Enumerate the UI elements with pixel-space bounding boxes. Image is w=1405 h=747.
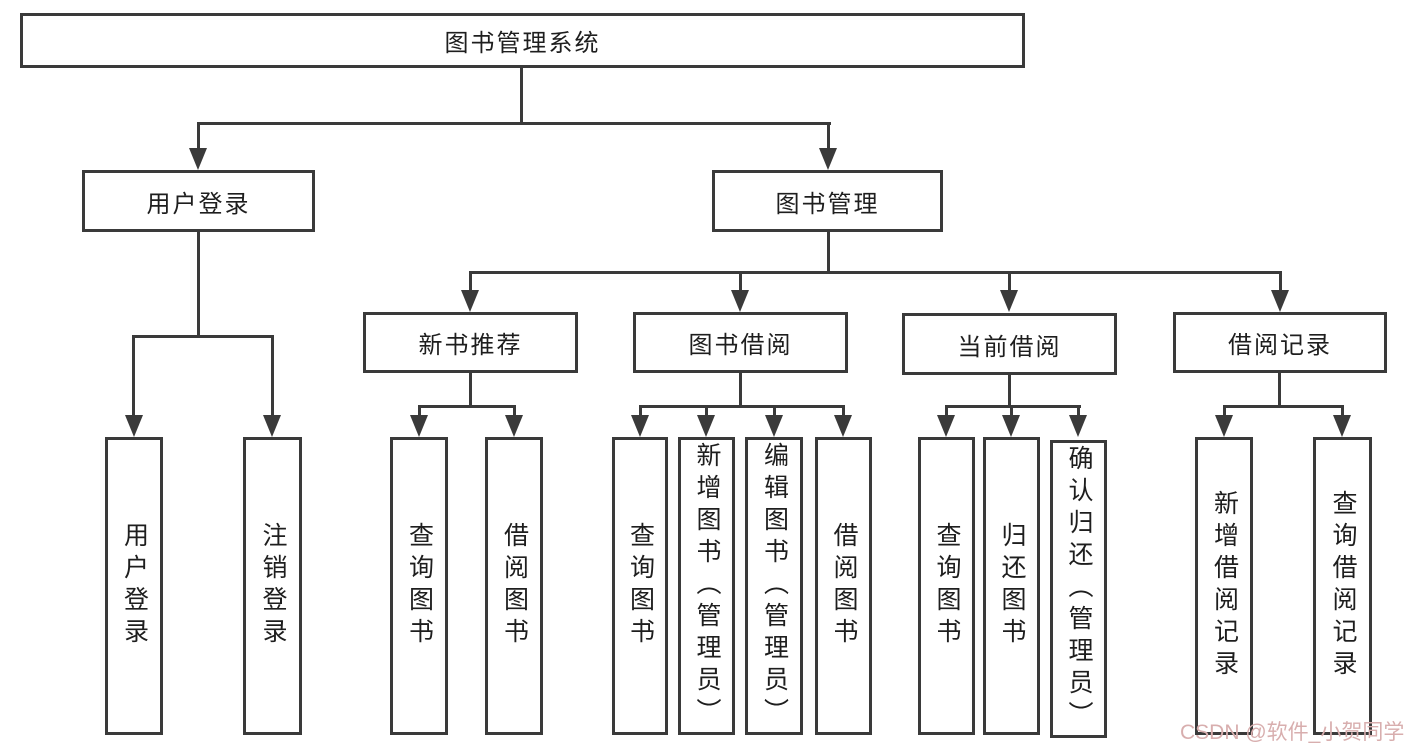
leaf-records-query-record: 查询借阅记录 xyxy=(1313,437,1372,735)
connector-line xyxy=(1278,373,1281,408)
node-label: 注销登录 xyxy=(259,522,287,650)
node-label: 图书借阅 xyxy=(688,332,793,359)
node-user-login: 用户登录 xyxy=(82,170,315,232)
connector-line xyxy=(418,405,421,419)
connector-line xyxy=(1279,271,1282,293)
connector-line xyxy=(132,335,135,417)
csdn-watermark: CSDN @软件_小贺同学 xyxy=(1180,721,1405,744)
node-label: 编辑图书（管理员） xyxy=(760,442,789,730)
connector-line xyxy=(739,373,742,408)
connector-line xyxy=(132,335,274,338)
connector-line xyxy=(705,405,708,419)
arrowhead-down-icon xyxy=(631,415,649,437)
connector-line xyxy=(639,405,845,408)
connector-line xyxy=(469,271,1282,274)
leaf-records-add-record: 新增借阅记录 xyxy=(1195,437,1253,735)
node-label: 查询借阅记录 xyxy=(1329,490,1357,682)
connector-line xyxy=(639,405,642,419)
arrowhead-down-icon xyxy=(125,415,143,437)
connector-line xyxy=(1008,375,1011,408)
connector-line xyxy=(418,405,516,408)
node-label: 新书推荐 xyxy=(418,332,523,359)
connector-line xyxy=(520,68,523,125)
leaf-current-confirm-return-admin: 确认归还（管理员） xyxy=(1050,440,1107,738)
connector-line xyxy=(1010,405,1013,419)
arrowhead-down-icon xyxy=(819,148,837,170)
arrowhead-down-icon xyxy=(1000,290,1018,312)
node-book-management: 图书管理 xyxy=(712,170,943,232)
node-library-management-system: 图书管理系统 xyxy=(20,13,1025,68)
node-label: 用户登录 xyxy=(146,190,251,218)
leaf-newbook-query-books: 查询图书 xyxy=(390,437,448,735)
connector-line xyxy=(1077,405,1080,419)
arrowhead-down-icon xyxy=(1215,415,1233,437)
connector-line xyxy=(945,405,948,419)
arrowhead-down-icon xyxy=(834,415,852,437)
connector-line xyxy=(827,232,830,274)
leaf-borrow-query-books: 查询图书 xyxy=(612,437,668,735)
leaf-current-return-books: 归还图书 xyxy=(983,437,1040,735)
connector-line xyxy=(197,122,831,125)
node-label: 新增图书（管理员） xyxy=(693,442,721,730)
node-label: 借阅图书 xyxy=(500,522,529,650)
connector-line xyxy=(469,372,472,408)
connector-line xyxy=(945,405,1081,408)
arrowhead-down-icon xyxy=(1069,415,1087,437)
arrowhead-down-icon xyxy=(697,415,715,437)
arrowhead-down-icon xyxy=(937,415,955,437)
connector-line xyxy=(1223,405,1344,408)
connector-line xyxy=(513,405,516,419)
arrowhead-down-icon xyxy=(505,415,523,437)
leaf-borrow-borrow-books: 借阅图书 xyxy=(815,437,872,735)
node-label: 用户登录 xyxy=(120,522,149,650)
arrowhead-down-icon xyxy=(263,415,281,437)
node-label: 查询图书 xyxy=(405,522,434,650)
arrowhead-down-icon xyxy=(765,415,783,437)
arrowhead-down-icon xyxy=(1271,290,1289,312)
node-borrow-records: 借阅记录 xyxy=(1173,312,1387,373)
node-label: 图书管理系统 xyxy=(444,30,601,57)
arrowhead-down-icon xyxy=(731,290,749,312)
node-label: 查询图书 xyxy=(626,522,655,650)
arrowhead-down-icon xyxy=(1333,415,1351,437)
leaf-borrow-add-books-admin: 新增图书（管理员） xyxy=(678,437,735,735)
leaf-user-login: 用户登录 xyxy=(105,437,163,735)
connector-line xyxy=(197,232,200,338)
connector-line xyxy=(739,271,742,293)
node-book-borrowing: 图书借阅 xyxy=(633,312,848,373)
node-new-book-recommend: 新书推荐 xyxy=(363,312,578,373)
leaf-logout: 注销登录 xyxy=(243,437,302,735)
connector-line xyxy=(1223,405,1226,419)
connector-line xyxy=(827,122,830,152)
connector-line xyxy=(1008,271,1011,293)
leaf-current-query-books: 查询图书 xyxy=(918,437,975,735)
node-label: 借阅记录 xyxy=(1228,332,1332,359)
node-label: 图书管理 xyxy=(775,190,880,218)
connector-line xyxy=(271,335,274,417)
connector-line xyxy=(842,405,845,419)
connector-line xyxy=(773,405,776,419)
arrowhead-down-icon xyxy=(461,290,479,312)
arrowhead-down-icon xyxy=(189,148,207,170)
node-label: 查询图书 xyxy=(933,522,961,650)
connector-line xyxy=(1341,405,1344,419)
connector-line xyxy=(469,271,472,293)
node-label: 确认归还（管理员） xyxy=(1065,445,1093,733)
node-label: 新增借阅记录 xyxy=(1210,490,1239,682)
node-current-borrowing: 当前借阅 xyxy=(902,313,1117,375)
node-label: 归还图书 xyxy=(998,522,1026,650)
leaf-borrow-edit-books-admin: 编辑图书（管理员） xyxy=(745,437,803,735)
leaf-newbook-borrow-books: 借阅图书 xyxy=(485,437,543,735)
connector-line xyxy=(197,122,200,152)
node-label: 借阅图书 xyxy=(830,522,858,650)
arrowhead-down-icon xyxy=(1002,415,1020,437)
arrowhead-down-icon xyxy=(410,415,428,437)
node-label: 当前借阅 xyxy=(957,333,1062,361)
